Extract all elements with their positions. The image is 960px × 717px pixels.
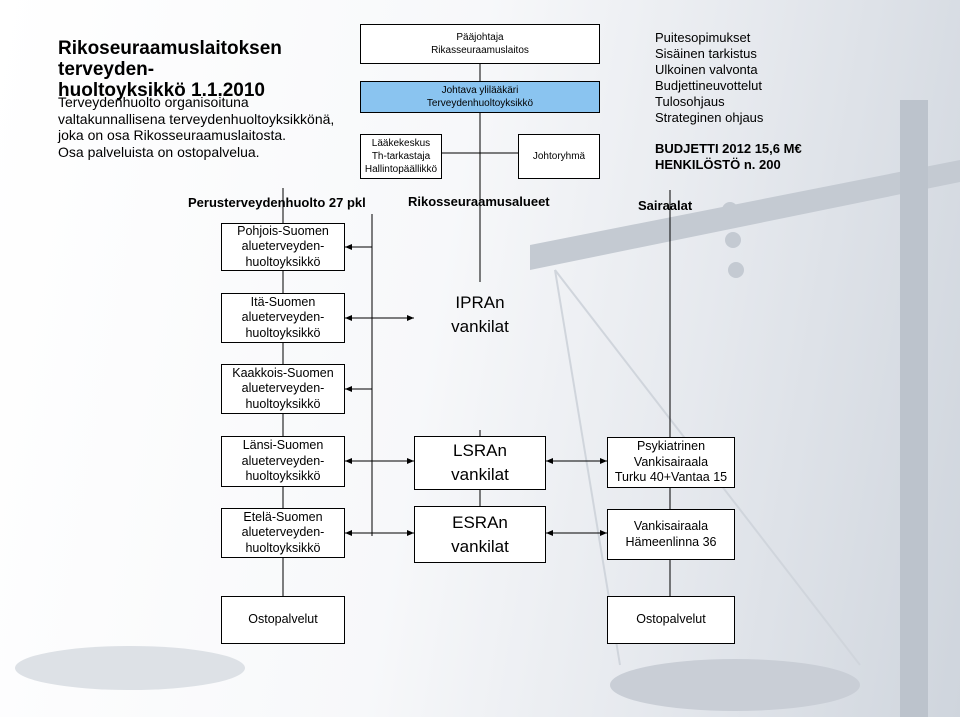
governance-list: Puitesopimukset Sisäinen tarkistus Ulkoi… (655, 30, 764, 125)
sanction-regions-header: Rikosseuraamusalueet (408, 194, 550, 209)
scale-decoration (15, 100, 960, 717)
purchased-services-right-box: Ostopalvelut (607, 596, 735, 644)
southeast-finland-unit-box: Kaakkois-Suomen alueterveyden- huoltoyks… (221, 364, 345, 414)
north-finland-unit-box: Pohjois-Suomen alueterveyden- huoltoyksi… (221, 223, 345, 271)
ipra-prisons-label: IPRAn vankilat (451, 293, 509, 336)
chief-physician-box: Johtava ylilääkäri Terveydenhuoltoyksikk… (360, 81, 600, 113)
west-finland-unit-box: Länsi-Suomen alueterveyden- huoltoyksikk… (221, 436, 345, 487)
purchased-services-left-box: Ostopalvelut (221, 596, 345, 644)
connector-lines (282, 64, 671, 596)
south-finland-unit-box: Etelä-Suomen alueterveyden- huoltoyksikk… (221, 508, 345, 558)
management-group-box: Johtoryhmä (518, 134, 600, 179)
primary-care-header: Perusterveydenhuolto 27 pkl (188, 195, 366, 210)
esra-prisons-box: ESRAn vankilat (414, 506, 546, 563)
psychiatric-prison-hospital-box: Psykiatrinen Vankisairaala Turku 40+Vant… (607, 437, 735, 488)
intro-text: Terveydenhuolto organisoituna valtakunna… (58, 94, 335, 160)
medicine-center-box: Lääkekeskus Th-tarkastaja Hallintopäälli… (360, 134, 442, 179)
budget-text: BUDJETTI 2012 15,6 M€ HENKILÖSTÖ n. 200 (655, 141, 802, 172)
arrow-heads (345, 244, 607, 536)
director-general-box: Pääjohtaja Rikasseuraamuslaitos (360, 24, 600, 64)
east-finland-unit-box: Itä-Suomen alueterveyden- huoltoyksikkö (221, 293, 345, 343)
hospitals-header: Sairaalat (638, 198, 693, 213)
page-title: Rikoseuraamuslaitoksen terveyden- huolto… (58, 38, 282, 101)
lsra-prisons-box: LSRAn vankilat (414, 436, 546, 490)
hameenlinna-prison-hospital-box: Vankisairaala Hämeenlinna 36 (607, 509, 735, 560)
